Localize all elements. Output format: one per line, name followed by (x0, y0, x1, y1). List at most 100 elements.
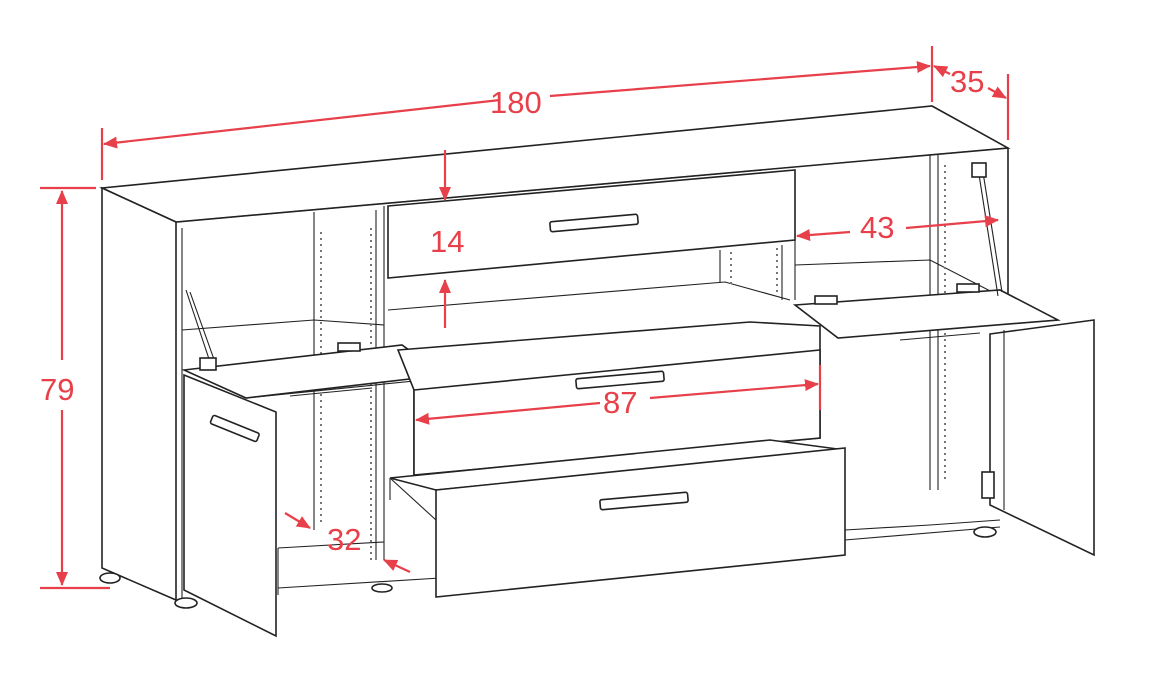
middle-drawer-front (413, 349, 821, 476)
compartment-width-label: 43 (860, 210, 894, 245)
peg-hole (320, 310, 322, 312)
peg-hole (944, 171, 946, 173)
peg-hole (370, 492, 372, 494)
peg-hole (944, 447, 946, 449)
peg-hole (370, 510, 372, 512)
peg-hole (944, 207, 946, 209)
left-door (183, 373, 277, 638)
peg-hole (730, 258, 732, 260)
peg-hole (320, 448, 322, 450)
peg-hole (320, 268, 322, 270)
peg-hole (370, 540, 372, 542)
peg-hole (944, 219, 946, 221)
peg-hole (320, 250, 322, 252)
peg-hole (944, 255, 946, 257)
dimension-annotations: 180 35 79 14 87 43 32 (40, 46, 1010, 590)
peg-hole (944, 435, 946, 437)
peg-hole (320, 460, 322, 462)
peg-hole (370, 270, 372, 272)
width-dimension-arrow (549, 61, 931, 98)
peg-hole (320, 352, 322, 354)
peg-hole (730, 264, 732, 266)
peg-hole (944, 477, 946, 479)
middle-drawer (396, 321, 821, 476)
peg-hole (320, 400, 322, 402)
peg-hole (944, 453, 946, 455)
depth-dimension-arrow (933, 65, 951, 78)
peg-hole (730, 270, 732, 272)
peg-hole (370, 240, 372, 242)
peg-hole (944, 405, 946, 407)
peg-hole (944, 195, 946, 197)
width-dimension-label: 180 (490, 85, 542, 120)
peg-hole (320, 292, 322, 294)
peg-hole (944, 471, 946, 473)
left-door-handle-icon (209, 414, 260, 443)
plinth-label: 32 (327, 522, 361, 557)
peg-hole (370, 336, 372, 338)
right-hinge-icon (956, 283, 980, 293)
peg-hole (944, 363, 946, 365)
peg-hole (370, 264, 372, 266)
width-dimension-arrow (103, 98, 501, 149)
peg-hole (370, 402, 372, 404)
foot (973, 526, 997, 538)
compartment-width-arrow (796, 229, 851, 242)
peg-hole (370, 444, 372, 446)
peg-hole (320, 316, 322, 318)
peg-hole (320, 466, 322, 468)
peg-hole (320, 508, 322, 510)
peg-hole (320, 520, 322, 522)
peg-hole (370, 498, 372, 500)
peg-hole (944, 165, 946, 167)
peg-hole (320, 244, 322, 246)
drawer-width-arrow (415, 401, 601, 425)
peg-hole (944, 285, 946, 287)
peg-hole (320, 262, 322, 264)
peg-hole (944, 387, 946, 389)
peg-hole (776, 266, 778, 268)
peg-hole (370, 396, 372, 398)
peg-hole (944, 249, 946, 251)
peg-hole (944, 333, 946, 335)
peg-hole (370, 390, 372, 392)
peg-hole (370, 462, 372, 464)
peg-hole (320, 340, 322, 342)
peg-hole (944, 243, 946, 245)
peg-hole (944, 237, 946, 239)
peg-hole (320, 298, 322, 300)
peg-hole (944, 417, 946, 419)
peg-hole (776, 278, 778, 280)
peg-hole (320, 334, 322, 336)
peg-hole (370, 420, 372, 422)
plinth-arrow (284, 512, 311, 529)
peg-hole (730, 252, 732, 254)
foot (371, 583, 393, 593)
peg-hole (370, 468, 372, 470)
peg-hole (370, 258, 372, 260)
peg-hole (370, 300, 372, 302)
peg-hole (320, 412, 322, 414)
plinth-arrow (383, 559, 411, 573)
peg-hole (944, 351, 946, 353)
peg-hole (370, 450, 372, 452)
peg-hole (370, 312, 372, 314)
peg-hole (944, 183, 946, 185)
middle-drawer-handle-icon (575, 370, 665, 390)
peg-hole (776, 284, 778, 286)
peg-hole (320, 502, 322, 504)
peg-hole (944, 273, 946, 275)
right-door (989, 319, 1095, 557)
peg-hole (320, 304, 322, 306)
peg-hole (944, 345, 946, 347)
peg-hole (320, 424, 322, 426)
peg-hole (944, 441, 946, 443)
bottom-drawer (389, 439, 846, 598)
peg-hole (320, 442, 322, 444)
right-strut-icon (971, 162, 987, 178)
left-hinge-icon (337, 342, 361, 352)
peg-hole (944, 189, 946, 191)
peg-hole (320, 280, 322, 282)
peg-hole (776, 248, 778, 250)
peg-hole (944, 423, 946, 425)
